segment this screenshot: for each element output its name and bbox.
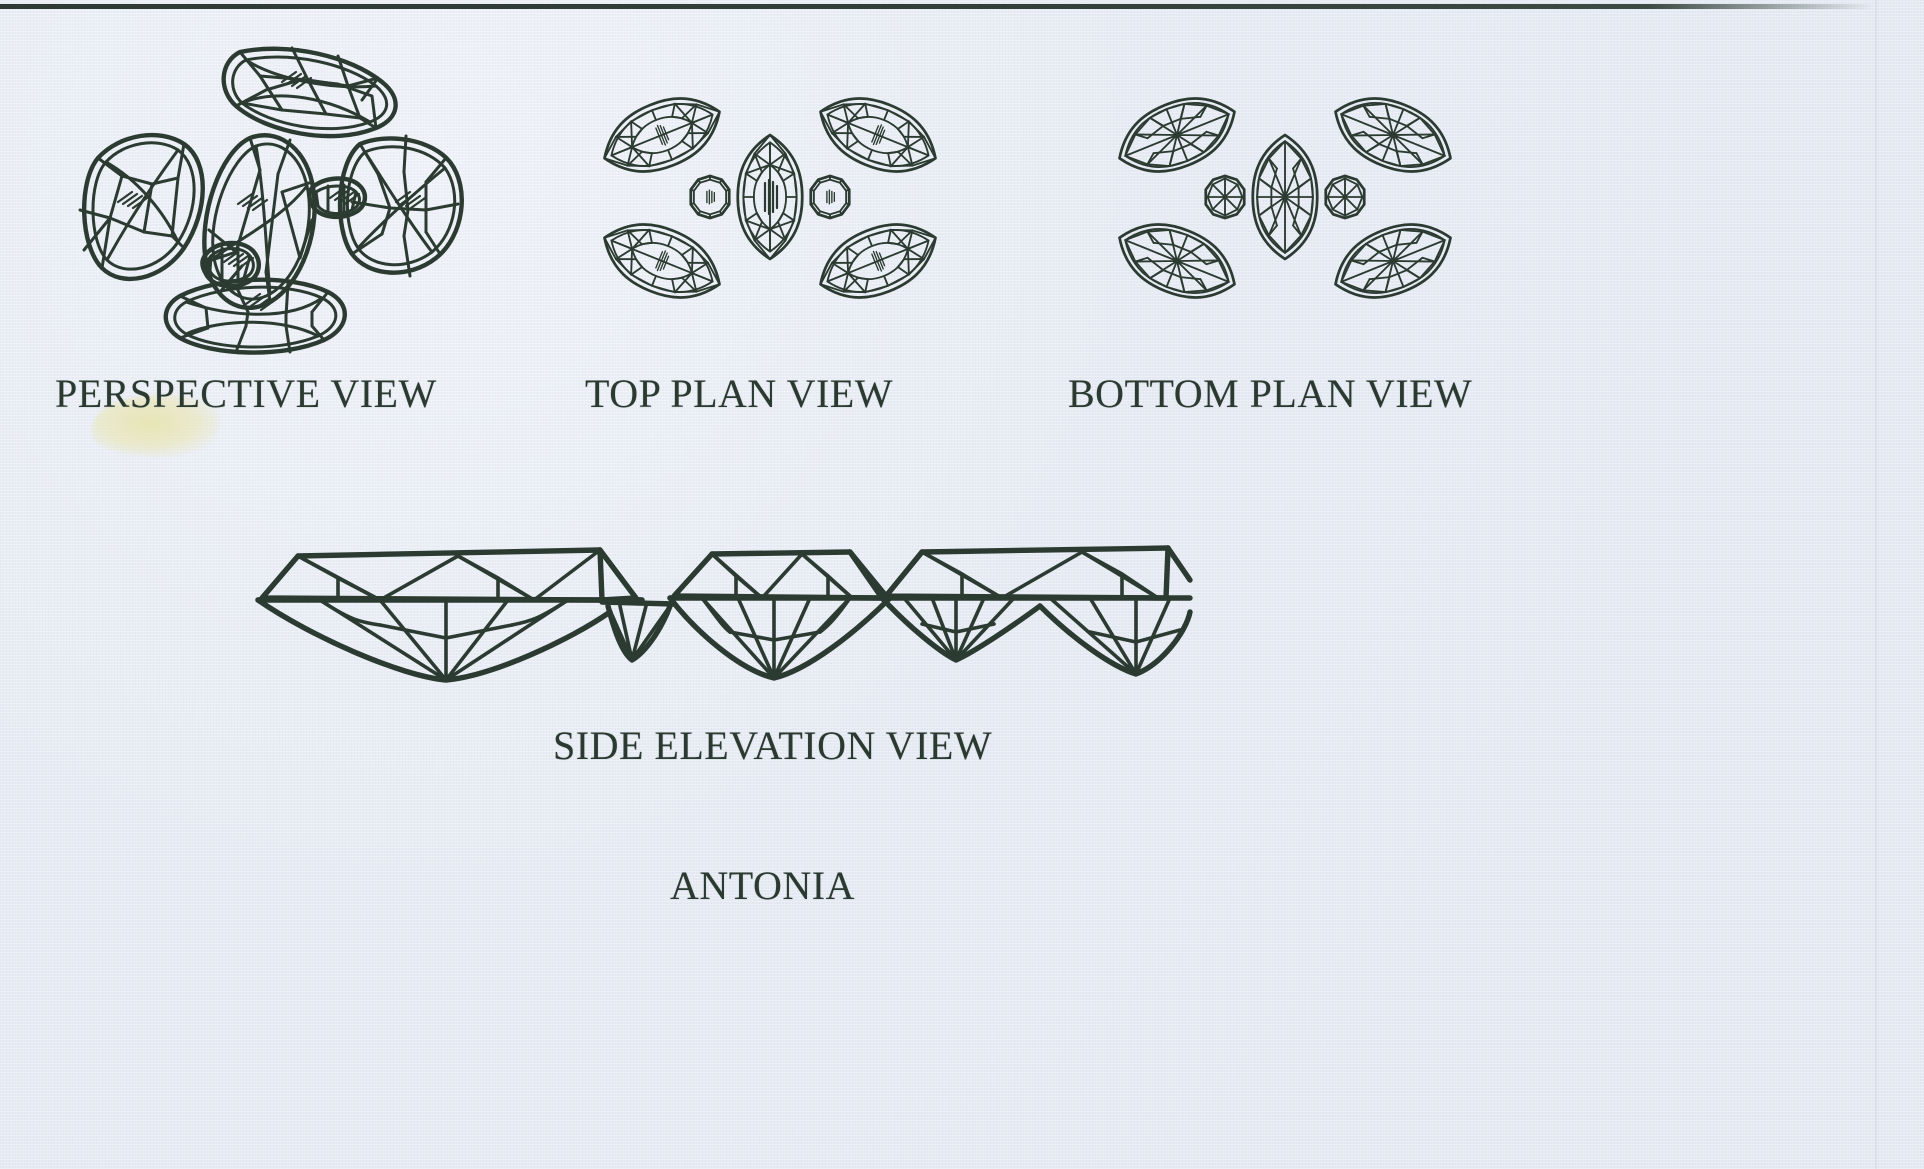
top-plan-marquise-lower-left (591, 206, 733, 316)
bottom-plan-marquise-lower-left (1106, 206, 1248, 316)
top-plan-marquise-upper-right (807, 80, 949, 190)
side-elevation-left-marquise (255, 547, 677, 683)
design-title: ANTONIA (670, 863, 855, 908)
top-plan-marquise-lower-right (807, 206, 949, 316)
bottom-plan-marquise-center (1251, 133, 1319, 261)
top-plan-marquise-upper-left (591, 80, 733, 190)
bottom-plan-view-label: BOTTOM PLAN VIEW (1068, 371, 1473, 416)
perspective-marquise-left (78, 132, 205, 282)
perspective-view-label: PERSPECTIVE VIEW (55, 371, 437, 416)
side-elevation-right-marquise (879, 545, 1193, 677)
bottom-plan-marquise-upper-right (1322, 80, 1464, 190)
perspective-accent-round-lower (200, 240, 261, 289)
top-plan-view-drawing (570, 75, 970, 325)
perspective-view-drawing (60, 40, 480, 355)
bottom-plan-marquise-upper-left (1106, 80, 1248, 190)
top-plan-center-hatch (763, 178, 779, 216)
top-plan-accent-round-left (689, 174, 731, 220)
side-elevation-center-round (667, 549, 893, 681)
bottom-plan-view-drawing (1085, 75, 1485, 325)
perspective-marquise-bottom (163, 277, 347, 355)
top-border-rule (0, 4, 1874, 9)
top-plan-view-label: TOP PLAN VIEW (585, 371, 893, 416)
side-elevation-view-drawing (250, 520, 1193, 700)
bottom-plan-accent-round-right (1324, 174, 1366, 220)
perspective-marquise-top (221, 46, 398, 139)
bottom-plan-accent-round-left (1204, 174, 1246, 220)
side-elevation-view-label: SIDE ELEVATION VIEW (553, 723, 993, 768)
bottom-plan-marquise-lower-right (1322, 206, 1464, 316)
top-plan-accent-round-right (809, 174, 851, 220)
perspective-accent-round-upper (307, 176, 368, 220)
perspective-marquise-center (202, 133, 317, 310)
